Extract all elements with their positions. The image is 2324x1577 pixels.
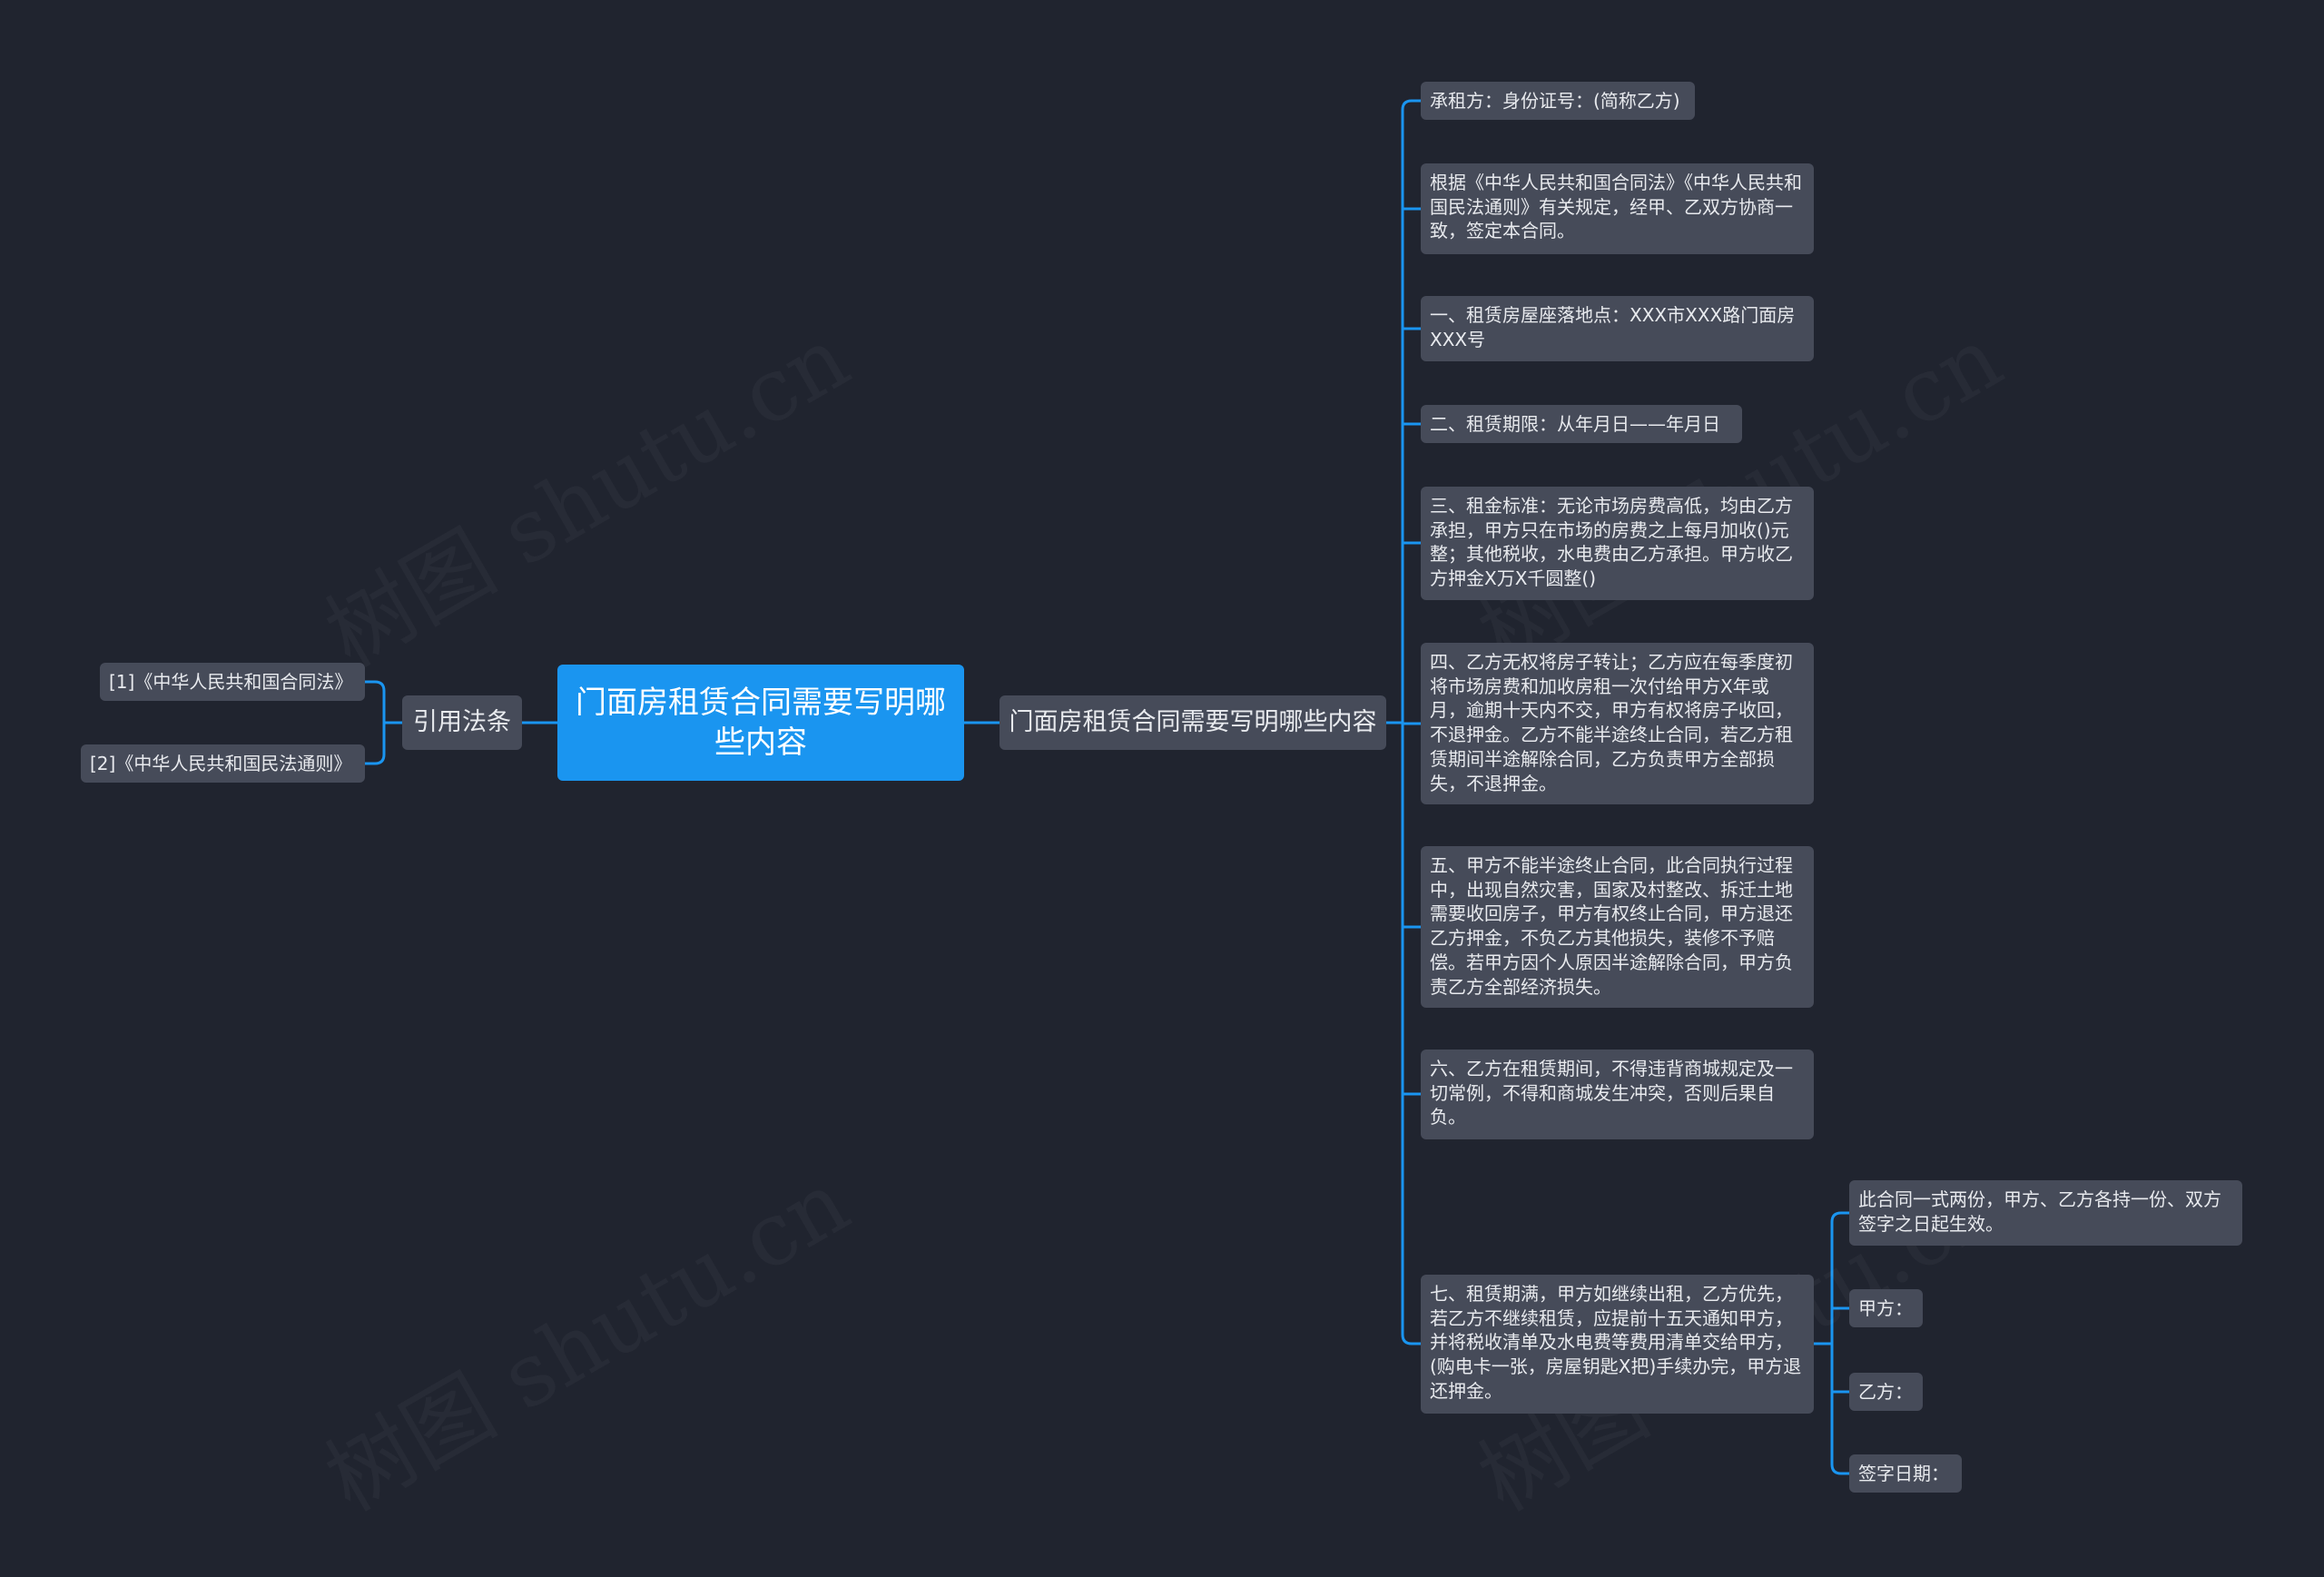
- contract-item-conduct[interactable]: 六、乙方在租赁期间，不得违背商城规定及一切常例，不得和商城发生冲突，否则后果自负…: [1421, 1050, 1814, 1139]
- root-topic[interactable]: 门面房租赁合同需要写明哪些内容: [557, 665, 964, 781]
- contract-item-transfer[interactable]: 四、乙方无权将房子转让；乙方应在每季度初将市场房费和加收房租一次付给甲方X年或月…: [1421, 643, 1814, 804]
- sub-item-copies[interactable]: 此合同一式两份，甲方、乙方各持一份、双方签字之日起生效。: [1849, 1180, 2242, 1246]
- contract-item-location[interactable]: 一、租赁房屋座落地点：XXX市XXX路门面房XXX号: [1421, 296, 1814, 361]
- sub-item-party-a[interactable]: 甲方：: [1849, 1289, 1923, 1327]
- connector-sub-item: [1830, 1464, 1849, 1475]
- sub-item-sign-date[interactable]: 签字日期：: [1849, 1454, 1962, 1493]
- connector-left-items: [365, 680, 386, 765]
- law-item-2[interactable]: [2]《中华人民共和国民法通则》: [81, 744, 365, 783]
- sub-item-party-b[interactable]: 乙方：: [1849, 1373, 1923, 1411]
- connector-sub-item: [1830, 1211, 1849, 1223]
- connector-right-item: [1401, 1334, 1421, 1345]
- branch-cited-laws[interactable]: 引用法条: [402, 695, 522, 750]
- contract-item-term[interactable]: 二、租赁期限：从年月日——年月日: [1421, 405, 1742, 443]
- branch-contract-contents[interactable]: 门面房租赁合同需要写明哪些内容: [1000, 695, 1386, 750]
- contract-item-rent[interactable]: 三、租金标准：无论市场房费高低，均由乙方承担，甲方只在市场的房费之上每月加收()…: [1421, 487, 1814, 600]
- contract-item-expiry[interactable]: 七、租赁期满，甲方如继续出租，乙方优先，若乙方不继续租赁，应提前十五天通知甲方，…: [1421, 1275, 1814, 1414]
- contract-item-termination[interactable]: 五、甲方不能半途终止合同，此合同执行过程中，出现自然灾害，国家及村整改、拆迁土地…: [1421, 846, 1814, 1008]
- contract-item-lessee[interactable]: 承租方：身份证号：(简称乙方): [1421, 82, 1695, 120]
- contract-item-basis[interactable]: 根据《中华人民共和国合同法》《中华人民共和国民法通则》有关规定，经甲、乙双方协商…: [1421, 163, 1814, 254]
- law-item-1[interactable]: [1]《中华人民共和国合同法》: [100, 663, 365, 701]
- connector-right-item: [1401, 99, 1421, 111]
